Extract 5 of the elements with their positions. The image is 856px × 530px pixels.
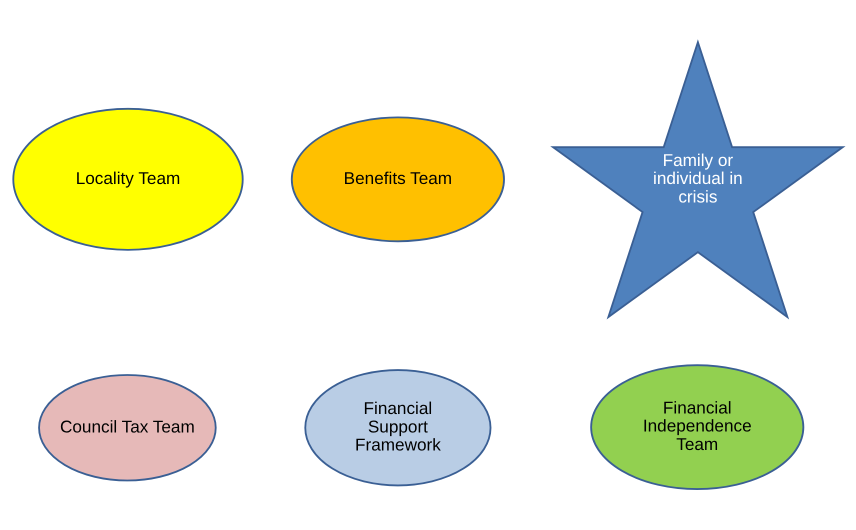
node-ellipse: Council Tax Team — [38, 374, 217, 481]
node-ellipse: Locality Team — [12, 107, 244, 250]
node-ellipse: Financial Support Framework — [304, 368, 492, 486]
node-ellipse: Benefits Team — [290, 116, 505, 242]
node-ellipse: Financial Independence Team — [590, 364, 804, 490]
